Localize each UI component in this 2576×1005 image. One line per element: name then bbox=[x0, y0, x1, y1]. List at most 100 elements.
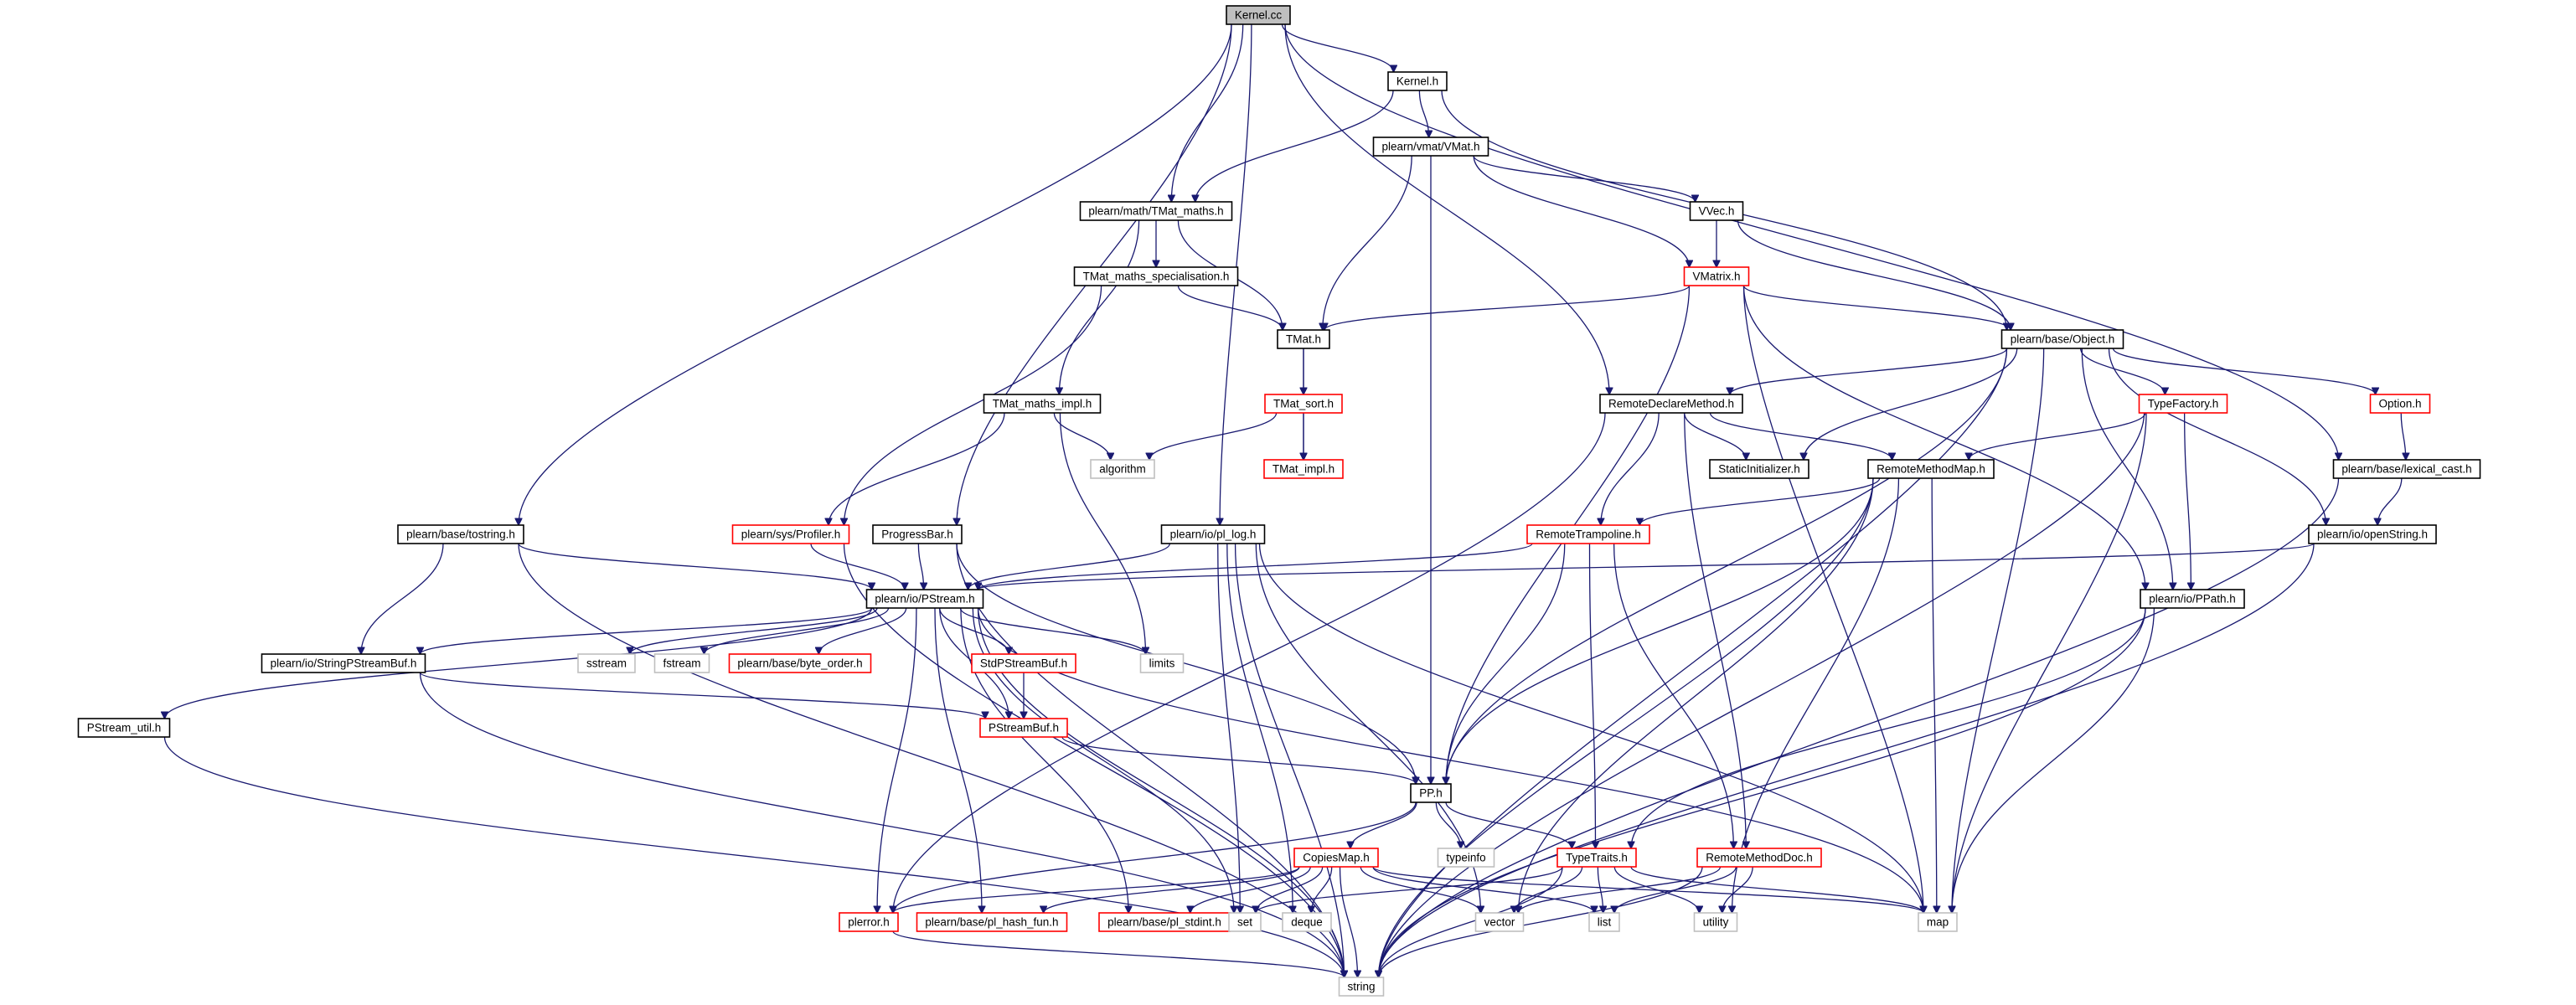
node-remote-declare-h[interactable]: RemoteDeclareMethod.h bbox=[1599, 394, 1743, 414]
edge-pstream-h-to-byte-order-h bbox=[818, 607, 907, 654]
node-option-h[interactable]: Option.h bbox=[2369, 394, 2431, 414]
node-tmat-sort-h[interactable]: TMat_sort.h bbox=[1264, 394, 1343, 414]
node-box bbox=[397, 524, 524, 544]
edge-object-h-to-map bbox=[1952, 348, 2045, 913]
node-tostring-h[interactable]: plearn/base/tostring.h bbox=[397, 524, 524, 544]
edge-object-h-to-option-h bbox=[2112, 348, 2375, 394]
node-kernel-h[interactable]: Kernel.h bbox=[1387, 71, 1448, 91]
node-box bbox=[1282, 912, 1332, 932]
node-progressbar-h[interactable]: ProgressBar.h bbox=[872, 524, 963, 544]
node-box bbox=[1599, 394, 1743, 414]
node-stdpstreambuf-h[interactable]: StdPStreamBuf.h bbox=[971, 653, 1076, 673]
edge-typetraits-h-to-utility bbox=[1613, 866, 1699, 913]
edge-copiesmap-h-to-list bbox=[1372, 866, 1594, 913]
node-label: Kernel.h bbox=[1396, 75, 1438, 88]
node-label: set bbox=[1237, 916, 1252, 929]
node-tmat-h[interactable]: TMat.h bbox=[1277, 329, 1330, 349]
node-remote-method-doc-h[interactable]: RemoteMethodDoc.h bbox=[1696, 848, 1822, 868]
node-byte-order-h[interactable]: plearn/base/byte_order.h bbox=[728, 653, 872, 673]
edge-object-h-to-string bbox=[1379, 348, 2008, 977]
node-label: plearn/base/pl_hash_fun.h bbox=[925, 916, 1058, 929]
node-label: TMat_maths_specialisation.h bbox=[1083, 271, 1230, 283]
node-label: list bbox=[1598, 916, 1612, 929]
node-fstream: fstream bbox=[653, 653, 710, 673]
node-label: plearn/base/pl_stdint.h bbox=[1107, 916, 1221, 929]
node-plerror-h[interactable]: plerror.h bbox=[839, 912, 899, 932]
edge-pl-log-h-to-deque bbox=[1226, 543, 1293, 913]
node-box bbox=[2308, 524, 2437, 544]
node-remote-trampoline-h[interactable]: RemoteTrampoline.h bbox=[1526, 524, 1650, 544]
node-object-h[interactable]: plearn/base/Object.h bbox=[2000, 329, 2124, 349]
node-openstring-h[interactable]: plearn/io/openString.h bbox=[2308, 524, 2437, 544]
node-pstreambuf-h[interactable]: PStreamBuf.h bbox=[979, 718, 1068, 738]
node-pl-stdint-h[interactable]: plearn/base/pl_stdint.h bbox=[1098, 912, 1231, 932]
edge-tmat-impl-maths-h-to-profiler-h bbox=[829, 412, 1005, 525]
node-label: algorithm bbox=[1099, 463, 1146, 476]
node-box bbox=[983, 394, 1102, 414]
node-vmat-h[interactable]: plearn/vmat/VMat.h bbox=[1372, 137, 1489, 157]
node-tmat-maths-h[interactable]: plearn/math/TMat_maths.h bbox=[1079, 201, 1233, 221]
node-box bbox=[1263, 459, 1344, 479]
node-profiler-h[interactable]: plearn/sys/Profiler.h bbox=[731, 524, 850, 544]
node-box bbox=[1867, 459, 1995, 479]
node-vvec-h[interactable]: VVec.h bbox=[1689, 201, 1744, 221]
node-label: plearn/base/Object.h bbox=[2011, 333, 2115, 346]
node-tmat-impl-h[interactable]: TMat_impl.h bbox=[1263, 459, 1344, 479]
node-box bbox=[1277, 329, 1330, 349]
edge-object-h-to-typefactory-h bbox=[2079, 348, 2166, 394]
edge-pstream-h-to-fstream bbox=[705, 607, 890, 654]
node-tmat-spec-h[interactable]: TMat_maths_specialisation.h bbox=[1073, 266, 1239, 286]
edge-remote-declare-h-to-remote-trampoline-h bbox=[1601, 412, 1660, 525]
node-label: RemoteMethodMap.h bbox=[1877, 463, 1985, 476]
node-pstream-util-h[interactable]: PStream_util.h bbox=[77, 718, 171, 738]
node-vector: vector bbox=[1474, 912, 1525, 932]
node-box bbox=[1160, 524, 1266, 544]
edge-stringpstreambuf-h-to-pstreambuf-h bbox=[419, 672, 986, 719]
edge-remote-declare-h-to-remote-method-doc-h bbox=[1684, 412, 1747, 848]
node-box bbox=[2000, 329, 2124, 349]
edge-tmat-impl-maths-h-to-limits bbox=[1059, 412, 1145, 654]
edge-copiesmap-h-to-map bbox=[1372, 866, 1923, 914]
node-remote-method-map-h[interactable]: RemoteMethodMap.h bbox=[1867, 459, 1995, 479]
edge-plerror-h-to-string bbox=[892, 930, 1345, 978]
edge-kernel-cc-to-tmat-maths-h bbox=[1171, 23, 1244, 202]
node-box bbox=[1372, 137, 1489, 157]
edge-kernel-h-to-vmat-h bbox=[1418, 90, 1428, 137]
node-ppath-h[interactable]: plearn/io/PPath.h bbox=[2140, 589, 2245, 609]
node-label: plearn/base/tostring.h bbox=[406, 528, 515, 541]
node-label: plearn/io/openString.h bbox=[2317, 528, 2428, 541]
node-box bbox=[731, 524, 850, 544]
node-box bbox=[2369, 394, 2431, 414]
node-pstream-h[interactable]: plearn/io/PStream.h bbox=[865, 589, 984, 609]
node-label: CopiesMap.h bbox=[1303, 852, 1370, 864]
node-box bbox=[872, 524, 963, 544]
node-box bbox=[653, 653, 710, 673]
node-typetraits-h[interactable]: TypeTraits.h bbox=[1556, 848, 1637, 868]
node-pp-h[interactable]: PP.h bbox=[1410, 783, 1452, 803]
node-stringpstreambuf-h[interactable]: plearn/io/StringPStreamBuf.h bbox=[261, 653, 426, 673]
node-label: TypeTraits.h bbox=[1566, 852, 1628, 864]
node-box bbox=[1079, 201, 1233, 221]
node-box bbox=[2138, 394, 2228, 414]
node-static-init-h[interactable]: StaticInitializer.h bbox=[1709, 459, 1809, 479]
node-box bbox=[577, 653, 636, 673]
edges-layer bbox=[165, 23, 2406, 978]
edge-typefactory-h-to-ppath-h bbox=[2184, 412, 2191, 590]
node-label: plearn/io/pl_log.h bbox=[1170, 528, 1257, 541]
node-copiesmap-h[interactable]: CopiesMap.h bbox=[1293, 848, 1379, 868]
node-box bbox=[1226, 5, 1291, 25]
node-box bbox=[839, 912, 899, 932]
node-kernel-cc[interactable]: Kernel.cc bbox=[1226, 5, 1291, 25]
node-lexical-cast-h[interactable]: plearn/base/lexical_cast.h bbox=[2332, 459, 2481, 479]
node-tmat-impl-maths-h[interactable]: TMat_maths_impl.h bbox=[983, 394, 1102, 414]
node-label: plearn/io/StringPStreamBuf.h bbox=[271, 657, 417, 670]
node-typefactory-h[interactable]: TypeFactory.h bbox=[2138, 394, 2228, 414]
node-label: plearn/base/byte_order.h bbox=[737, 657, 862, 670]
node-box bbox=[916, 912, 1068, 932]
edge-progressbar-h-to-pstream-h bbox=[917, 543, 923, 590]
node-pl-log-h[interactable]: plearn/io/pl_log.h bbox=[1160, 524, 1266, 544]
node-vmatrix-h[interactable]: VMatrix.h bbox=[1683, 266, 1750, 286]
node-pl-hash-fun-h[interactable]: plearn/base/pl_hash_fun.h bbox=[916, 912, 1068, 932]
edge-typefactory-h-to-remote-method-map-h bbox=[1969, 412, 2146, 460]
edge-pl-log-h-to-map bbox=[1258, 543, 1924, 913]
